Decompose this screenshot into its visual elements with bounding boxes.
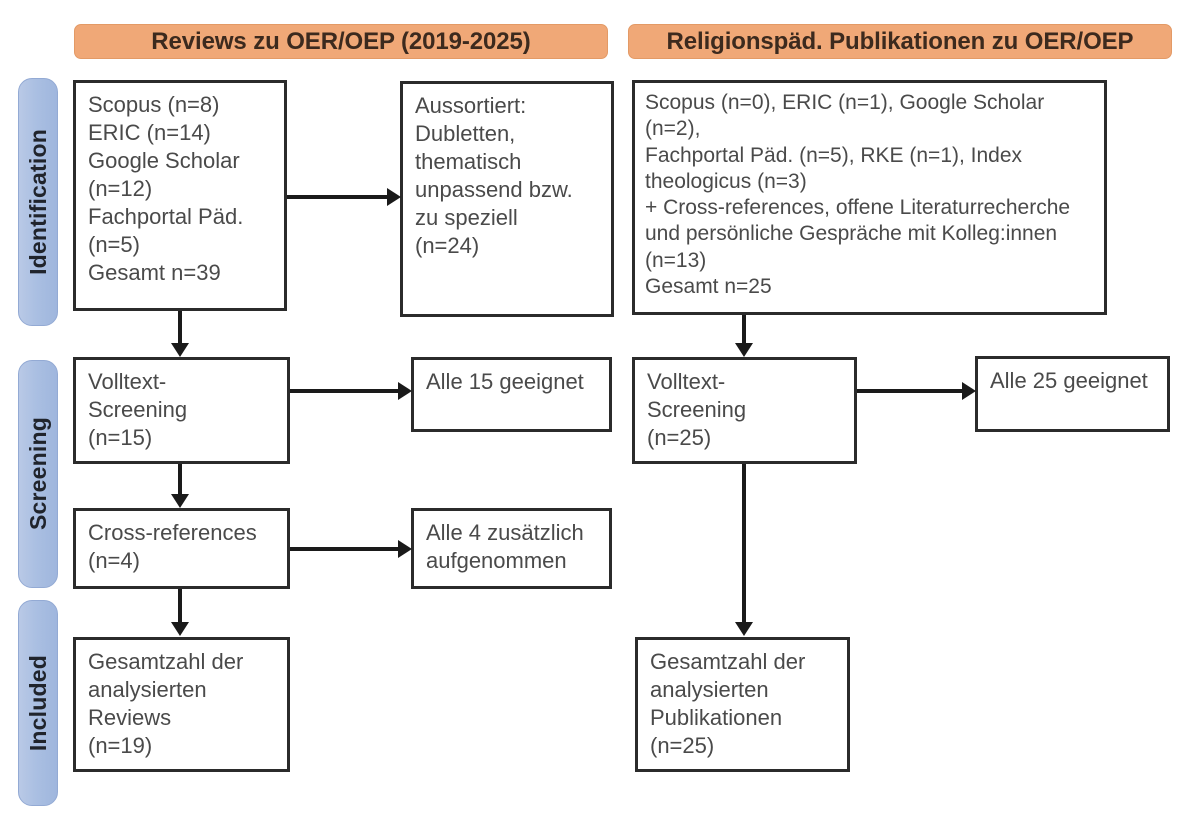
box-left-included: Gesamtzahl der analysierten Reviews (n=1… [73,637,290,772]
box-left-crossrefs-result: Alle 4 zusätzlich aufgenommen [411,508,612,589]
connector-left-fulltext-to-result [290,389,398,393]
arrow-left-sources-to-fulltext [171,343,189,357]
connector-left-fulltext-to-crossrefs [178,464,182,495]
connector-right-fulltext-to-result [857,389,962,393]
stage-label-included: Included [24,654,51,752]
box-left-excluded: Aussortiert: Dubletten, thematisch unpas… [400,81,614,317]
column-header-reviews: Reviews zu OER/OEP (2019-2025) [74,24,608,59]
arrow-right-sources-to-fulltext [735,343,753,357]
box-right-sources: Scopus (n=0), ERIC (n=1), Google Scholar… [632,80,1107,315]
stage-pill-identification: Identification [18,78,58,326]
arrow-left-sources-to-excluded [387,188,401,206]
box-right-fulltext-result: Alle 25 geeignet [975,356,1170,432]
connector-left-sources-to-fulltext [178,311,182,344]
connector-left-crossrefs-to-included [178,589,182,623]
column-header-publications-label: Religionspäd. Publikationen zu OER/OEP [666,27,1134,55]
box-left-crossrefs: Cross-references (n=4) [73,508,290,589]
arrow-right-fulltext-to-included [735,622,753,636]
arrow-right-fulltext-to-result [962,382,976,400]
box-right-fulltext-screening: Volltext- Screening (n=25) [632,357,857,464]
column-header-publications: Religionspäd. Publikationen zu OER/OEP [628,24,1172,59]
arrow-left-fulltext-to-crossrefs [171,494,189,508]
arrow-left-crossrefs-to-included [171,622,189,636]
connector-left-sources-to-excluded [287,195,387,199]
connector-right-fulltext-to-included [742,464,746,623]
stage-pill-included: Included [18,600,58,806]
column-header-reviews-label: Reviews zu OER/OEP (2019-2025) [151,27,531,55]
box-left-fulltext-result: Alle 15 geeignet [411,357,612,432]
stage-label-screening: Screening [24,417,51,531]
box-left-sources: Scopus (n=8) ERIC (n=14) Google Scholar … [73,80,287,311]
stage-pill-screening: Screening [18,360,58,588]
connector-left-crossrefs-to-result [290,547,398,551]
arrow-left-crossrefs-to-result [398,540,412,558]
box-left-fulltext-screening: Volltext- Screening (n=15) [73,357,290,464]
connector-right-sources-to-fulltext [742,315,746,344]
stage-label-identification: Identification [24,129,51,275]
box-right-included: Gesamtzahl der analysierten Publikatione… [635,637,850,772]
arrow-left-fulltext-to-result [398,382,412,400]
